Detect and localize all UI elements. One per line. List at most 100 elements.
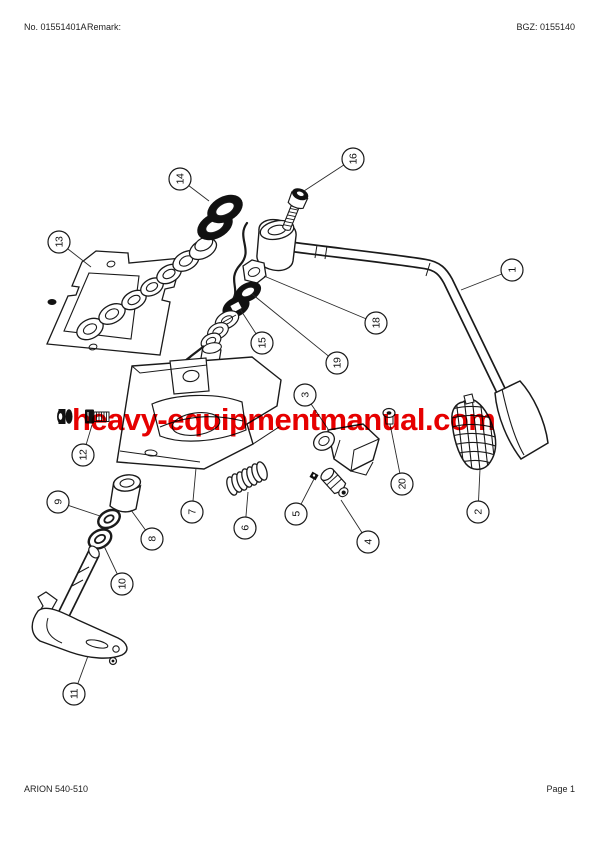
callout-number: 15 [257,337,269,348]
socket-bolt [281,188,309,231]
callout-circle [500,258,524,282]
callout-number: 10 [117,578,129,589]
leader-line [303,164,345,192]
callout-circle [364,311,388,335]
leader-line [478,468,481,502]
pedal-foot-plate [494,380,549,460]
callout-number: 9 [53,499,65,505]
leader-line [103,545,118,575]
callout-number: 1 [507,267,519,273]
leader-line [188,185,210,202]
callout-number: 19 [332,357,344,368]
leader-line [263,275,367,320]
bgz-number: BGZ: 0155140 [516,22,575,32]
callout-circle [47,230,71,254]
callout-circle [325,351,349,375]
leader-line [239,308,257,335]
washer-stack-upper [47,236,218,341]
washer-9 [97,508,121,530]
leader-line [310,403,329,430]
set-screw [309,471,319,481]
leader-line [300,478,315,505]
callout-number: 4 [363,539,375,545]
callout-circle [293,383,317,407]
leader-line [85,424,93,445]
callout-circle [250,331,274,355]
valve-body [312,423,380,476]
plug [382,407,396,425]
callout-20: 20 [389,423,414,496]
callout-circle [140,527,164,551]
callout-4: 4 [340,499,380,554]
callout-circle [233,516,257,540]
leader-line [460,273,502,291]
leader-line [251,293,329,357]
main-bracket [116,356,282,470]
oring-pair [197,194,243,241]
callout-circle [341,147,365,171]
callout-14: 14 [168,167,210,202]
callout-6: 6 [233,491,257,540]
document-number: No. 01551401A [24,22,87,32]
leader-line [389,423,401,474]
leader-line [192,467,197,502]
bolt-and-nut [57,409,110,424]
callout-9: 9 [46,490,101,517]
remark-label: Remark: [87,22,122,32]
callout-3: 3 [293,383,329,430]
callout-number: 2 [473,509,485,515]
callout-circle [180,500,204,524]
pedal-lever [292,241,549,460]
callout-5: 5 [284,478,315,526]
callout-circle [356,530,380,554]
spring [226,461,268,496]
callout-7: 7 [180,467,204,524]
bushing [109,474,142,513]
leader-line [130,509,146,531]
callout-circle [46,490,70,514]
leader-line [340,499,363,533]
callout-1: 1 [460,258,524,291]
callout-number: 14 [175,173,187,184]
cover-plate [46,250,183,356]
callout-16: 16 [303,147,365,192]
callout-8: 8 [130,509,164,551]
leader-line [77,655,89,684]
callout-number: 20 [397,478,409,489]
leader-line [67,248,92,268]
callout-19: 19 [251,293,349,375]
callout-number: 18 [371,317,383,328]
callout-11: 11 [62,655,89,706]
callout-circle [390,472,414,496]
leader-line [68,505,101,517]
callout-circle [62,682,86,706]
callout-circle [71,443,95,467]
callout-circle [110,572,134,596]
leader-line [245,491,249,518]
sensor [320,467,349,498]
callout-circle [284,502,308,526]
washer-10 [87,528,113,550]
callout-circle [168,167,192,191]
page-number: Page 1 [546,784,575,794]
callout-12: 12 [71,424,95,467]
callout-number: 5 [291,511,303,517]
callout-number: 13 [54,236,66,247]
callout-18: 18 [263,275,388,335]
callout-13: 13 [47,230,92,268]
callout-number: 8 [147,536,159,542]
callout-number: 12 [78,449,90,460]
hex-nut [242,259,267,284]
pedal-pad [451,393,497,471]
callout-10: 10 [103,545,134,596]
callout-number: 11 [69,688,81,699]
shaft-lever [31,545,128,666]
callout-circle [466,500,490,524]
callout-number: 16 [348,153,360,164]
washer-stack-lower [199,281,262,370]
callout-2: 2 [466,468,490,524]
callout-number: 6 [240,525,252,531]
